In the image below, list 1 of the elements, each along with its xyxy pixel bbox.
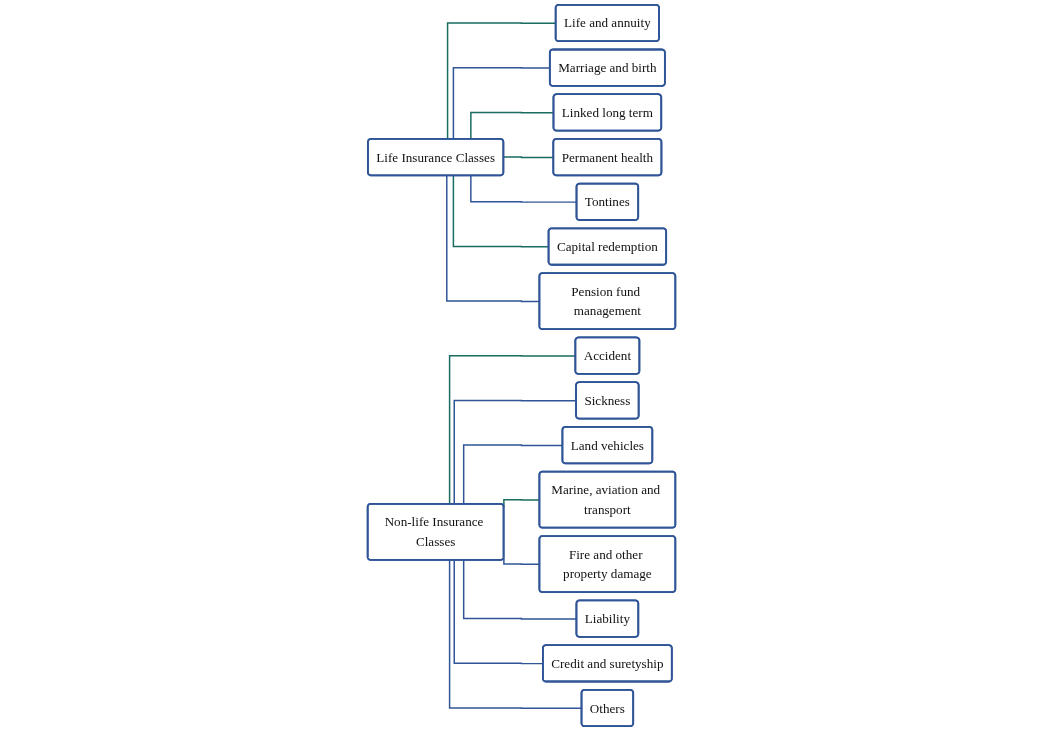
connector xyxy=(448,354,577,505)
